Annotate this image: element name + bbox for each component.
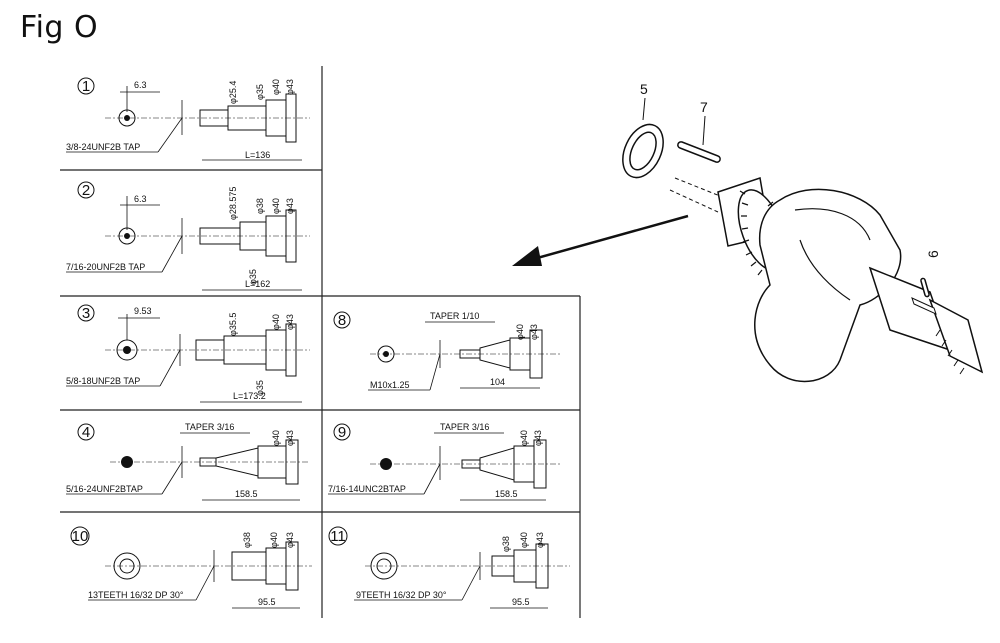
dia-a: φ40: [271, 79, 281, 95]
length-dim: 158.5: [235, 489, 258, 499]
figure-title: Fig O: [20, 10, 99, 45]
variant-number-circle: [77, 423, 95, 441]
dia-b: φ43: [285, 79, 295, 95]
callout-small-key: 6: [925, 250, 941, 258]
variant-cell-3: 3 9.53 L=173.2 φ35.5 φ40 φ43 φ35 5/8-18U…: [66, 304, 310, 403]
variant-number-circle: [328, 526, 348, 546]
dia-a: φ40: [271, 430, 281, 446]
length-dim: L=136: [245, 150, 270, 160]
dia-left: φ35.5: [228, 313, 238, 336]
variant-grid: [60, 66, 581, 618]
variant-number-circle: [70, 526, 90, 546]
crankshaft-illustration: [622, 123, 984, 382]
dia-b: φ43: [535, 532, 545, 548]
length-dim: 158.5: [495, 489, 518, 499]
variant-number-circle: [77, 181, 95, 199]
dia-b: φ43: [529, 324, 539, 340]
length-dim: 95.5: [512, 597, 530, 607]
dia-b: φ43: [285, 198, 295, 214]
dia-a: φ40: [271, 198, 281, 214]
length-dim: 104: [490, 377, 505, 387]
variant-number: 10: [72, 528, 89, 545]
offset-dim: 9.53: [134, 306, 152, 316]
offset-dim: 6.3: [134, 80, 147, 90]
taper-spec: TAPER 3/16: [185, 422, 234, 432]
key-part: [677, 141, 721, 163]
variant-cell-8: 8 104 TAPER 1/10 φ40 φ43 M10x1.25: [333, 311, 560, 391]
small-key-part: [920, 277, 930, 298]
thread-spec: 3/8-24UNF2B TAP: [66, 142, 140, 152]
dia-a: φ40: [515, 324, 525, 340]
dia-a: φ40: [519, 532, 529, 548]
dia-a: φ40: [519, 430, 529, 446]
thread-spec: 7/16-20UNF2B TAP: [66, 262, 145, 272]
variant-number-circle: [77, 77, 95, 95]
washer-part: [622, 123, 664, 179]
length-dim: L=173.2: [233, 391, 266, 401]
pointer-arrow: [512, 214, 689, 266]
length-dim: L=162: [245, 279, 270, 289]
thread-spec: 5/16-24UNF2BTAP: [66, 484, 143, 494]
variant-cell-1: 1 6.3 L=136 φ25.4 φ35 φ40 φ43 3/8-24UNF2…: [66, 77, 310, 161]
length-dim: 95.5: [258, 597, 276, 607]
dia-a: φ40: [269, 532, 279, 548]
dia-left: φ28.575: [228, 187, 238, 220]
variant-number: 9: [338, 424, 346, 441]
variant-number: 1: [82, 78, 90, 95]
dia-mid: φ38: [242, 532, 252, 548]
variant-number: 8: [338, 312, 346, 329]
variant-number: 11: [330, 528, 346, 545]
dia-a: φ40: [271, 314, 281, 330]
offset-dim: 6.3: [134, 194, 147, 204]
thread-spec: 7/16-14UNC2BTAP: [328, 484, 406, 494]
variant-number: 2: [82, 182, 90, 199]
callout-washer: 5: [640, 81, 648, 97]
variant-number-circle: [333, 423, 351, 441]
thread-spec: 9TEETH 16/32 DP 30°: [356, 590, 447, 600]
variant-number-circle: [333, 311, 351, 329]
variant-cell-2: 2 6.3 L=162 φ28.575 φ38 φ40 φ43 φ35 7/16…: [66, 181, 310, 291]
thread-spec: M10x1.25: [370, 380, 410, 390]
dia-mid: φ35: [255, 84, 265, 100]
dia-mid: φ38: [501, 536, 511, 552]
callout-key: 7: [700, 99, 708, 115]
thread-spec: 5/8-18UNF2B TAP: [66, 376, 140, 386]
dia-b: φ43: [285, 532, 295, 548]
dia-b: φ43: [533, 430, 543, 446]
dia-b: φ43: [285, 430, 295, 446]
variant-number: 3: [82, 305, 90, 322]
dia-low: φ35: [248, 269, 258, 285]
taper-spec: TAPER 3/16: [440, 422, 489, 432]
variant-number: 4: [82, 424, 90, 441]
taper-spec: TAPER 1/10: [430, 311, 479, 321]
dia-left: φ25.4: [228, 81, 238, 104]
variant-number-circle: [77, 304, 95, 322]
dia-mid: φ38: [255, 198, 265, 214]
variant-cell-4: 4 158.5 TAPER 3/16 φ40 φ43 5/16-24UNF2BT…: [66, 422, 310, 501]
thread-spec: 13TEETH 16/32 DP 30°: [88, 590, 184, 600]
variant-cell-11: 11 95.5 φ38 φ40 φ43 9TEETH 16/32 DP 30°: [328, 526, 570, 609]
dia-b: φ43: [285, 314, 295, 330]
variant-cell-10: 10 95.5 φ38 φ40 φ43 13TEETH 16/32 DP 30°: [70, 526, 312, 609]
dia-low: φ35: [255, 380, 265, 396]
variant-cell-9: 9 158.5 TAPER 3/16 φ40 φ43 7/16-14UNC2BT…: [328, 422, 562, 501]
